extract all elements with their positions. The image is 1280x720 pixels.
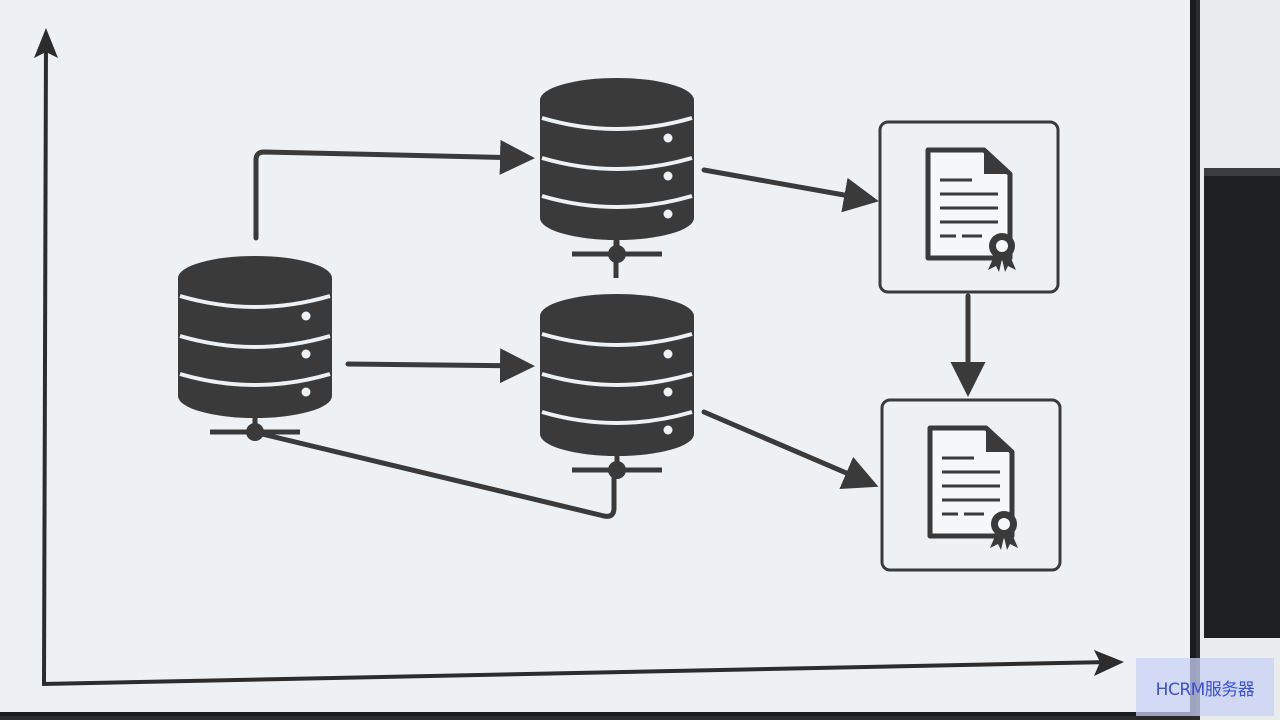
y-axis-line <box>42 37 48 685</box>
certificate-icon-bottom <box>882 400 1060 570</box>
axes <box>34 28 1124 686</box>
monitor-stand-edge <box>1204 168 1280 176</box>
certificate-icon-top <box>880 122 1058 292</box>
connectors <box>253 139 986 519</box>
edge-top-replica-to-top-certificate <box>701 167 879 213</box>
database-icon-replica-bottom <box>540 294 694 479</box>
database-icon-replica-top <box>540 78 694 263</box>
edge-bottom-replica-to-bottom-certificate <box>701 409 879 490</box>
monitor-stand <box>1204 168 1280 638</box>
edge-source-to-top-replica <box>253 139 535 241</box>
screen <box>0 0 1196 716</box>
edge-source-to-bottom-replica <box>345 348 535 384</box>
watermark: HCRM服务器 <box>1136 658 1274 716</box>
x-axis-line <box>41 660 1111 686</box>
edge-bottom-replica-to-source <box>259 431 617 519</box>
y-axis-arrow-icon <box>34 28 58 58</box>
x-axis-arrow-icon <box>1094 650 1124 676</box>
diagram-canvas <box>34 28 1124 686</box>
database-icon-source <box>178 256 332 441</box>
